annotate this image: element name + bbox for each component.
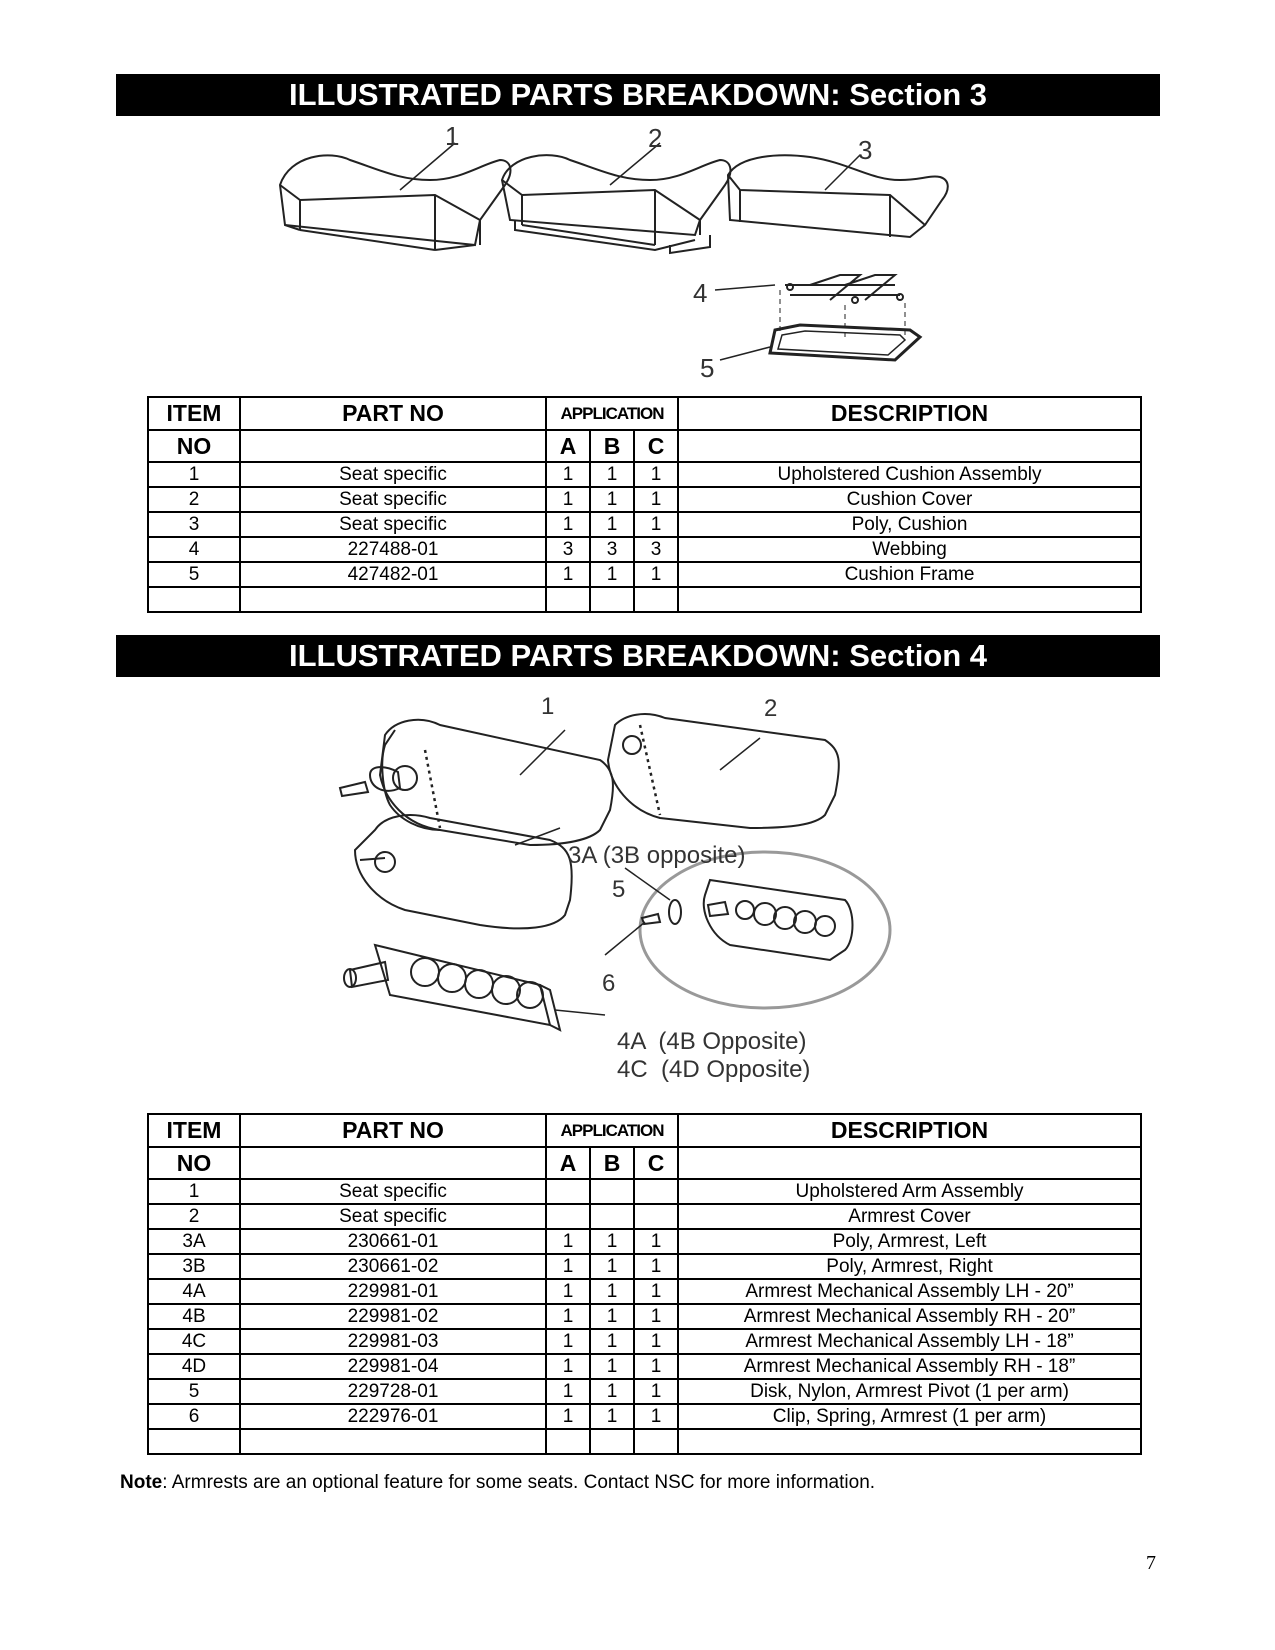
header-app-c: C (632, 1146, 680, 1180)
footnote: Note: Armrests are an optional feature f… (120, 1472, 875, 1494)
note-text: : Armrests are an optional feature for s… (162, 1472, 876, 1493)
header-item: ITEM (147, 1113, 241, 1148)
header-app-b: B (589, 1146, 635, 1180)
header-part-no: PART NO (239, 1113, 547, 1148)
pivot-detail-drawing (604, 850, 892, 1010)
callout-2: 2 (764, 695, 778, 722)
header-item: ITEM (147, 396, 241, 431)
callout-3a: 3A (3B opposite) (568, 842, 746, 869)
header-description: DESCRIPTION (677, 1113, 1143, 1148)
callout-1: 1 (445, 125, 459, 151)
callout-4a: 4A (4B Opposite) (617, 1028, 807, 1055)
callout-1: 1 (541, 693, 555, 720)
header-app-c: C (632, 429, 680, 463)
webbing-frame-drawing (714, 274, 923, 362)
header-app-a: A (545, 429, 591, 463)
section-3-illustration: 1 2 3 4 5 (270, 125, 1010, 400)
section-4-illustration (330, 700, 930, 1110)
page-number: 7 (1146, 1552, 1156, 1574)
cushion-cover-drawing (500, 142, 732, 255)
note-label: Note (120, 1472, 163, 1493)
header-item-no: NO (147, 1146, 241, 1180)
cushion-assembly-drawing (278, 142, 512, 251)
header-item-no: NO (147, 429, 241, 463)
section-3-title: ILLUSTRATED PARTS BREAKDOWN: Section 3 (116, 74, 1160, 116)
armrest-mechanical-drawing (343, 943, 606, 1032)
callout-2: 2 (648, 125, 662, 153)
header-part-no: PART NO (239, 396, 547, 431)
header-app-a: A (545, 1146, 591, 1180)
callout-5: 5 (612, 876, 626, 903)
section-4-title: ILLUSTRATED PARTS BREAKDOWN: Section 4 (116, 635, 1160, 677)
callout-6: 6 (602, 970, 616, 997)
header-application: APPLICATION (544, 1113, 680, 1148)
header-app-b: B (589, 429, 635, 463)
header-description: DESCRIPTION (677, 396, 1143, 431)
armrest-cover-drawing (606, 713, 840, 830)
table-row-blank (147, 586, 1143, 613)
callout-4: 4 (693, 278, 707, 308)
section-3-parts-table: ITEM PART NO APPLICATION DESCRIPTION NO … (147, 396, 1143, 613)
callout-5: 5 (700, 353, 714, 383)
table-row-blank (147, 1428, 1143, 1455)
callout-3: 3 (858, 135, 872, 165)
header-application: APPLICATION (544, 396, 680, 431)
callout-4c: 4C (4D Opposite) (617, 1056, 811, 1083)
poly-armrest-drawing (353, 814, 573, 930)
section-4-parts-table: ITEM PART NO APPLICATION DESCRIPTION NO … (147, 1113, 1143, 1455)
poly-cushion-drawing (726, 154, 949, 239)
